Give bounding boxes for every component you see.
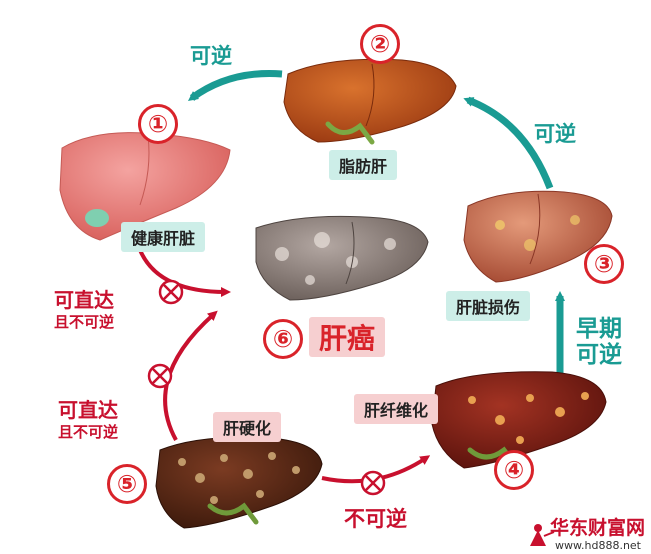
early-reversible-line2: 可逆 [576, 342, 622, 369]
healthy-liver-illustration [59, 132, 231, 241]
blocked-icon [147, 363, 173, 389]
stage-1-label: 健康肝脏 [121, 222, 206, 252]
arrow-3-to-2 [463, 96, 554, 190]
stage-3-number: ③ [584, 244, 624, 284]
fatty-liver-illustration [283, 58, 457, 145]
blocked-icon [360, 470, 386, 496]
arrow-2-to-1 [187, 70, 283, 101]
reversible-2-to-1-text: 可逆 [190, 44, 232, 68]
watermark-name: 华东财富网 [549, 517, 645, 539]
stage-2-label: 脂肪肝 [329, 150, 398, 180]
stage-3-label: 肝脏损伤 [446, 291, 531, 321]
stage-5-number: ⑤ [107, 464, 147, 504]
direct-1-to-6-line1: 可直达 [54, 288, 114, 312]
stage-6-label: 肝癌 [309, 317, 386, 357]
direct-1-to-6-line2: 且不可逆 [54, 313, 115, 331]
direct-5-to-6-text: 可直达 且不可逆 [58, 398, 118, 442]
stage-4-number: ④ [494, 450, 534, 490]
stage-6-number: ⑥ [263, 319, 303, 359]
fibrosis-liver-illustration [431, 371, 607, 469]
cirrhosis-liver-illustration [155, 436, 323, 529]
direct-1-to-6-text: 可直达 且不可逆 [54, 288, 114, 332]
damaged-liver-illustration [463, 190, 613, 283]
direct-5-to-6-line1: 可直达 [58, 398, 118, 422]
arrow-5-to-6 [163, 310, 218, 441]
watermark-url: www.hd888.net [555, 539, 641, 552]
watermark-logo-icon [530, 524, 555, 546]
stage-4-label: 肝纤维化 [354, 394, 439, 424]
direct-5-to-6-line2: 且不可逆 [58, 423, 119, 441]
stage-5-label: 肝硬化 [213, 412, 282, 442]
early-reversible-text: 早期 可逆 [576, 316, 622, 369]
stage-2-number: ② [360, 24, 400, 64]
blocked-icon [158, 279, 184, 305]
stage-1-number: ① [138, 104, 178, 144]
arrow-1-to-6 [138, 249, 231, 297]
reversible-3-to-2-text: 可逆 [534, 122, 576, 146]
early-reversible-line1: 早期 [576, 316, 622, 342]
irreversible-5-to-4-text: 不可逆 [344, 507, 407, 531]
cancer-liver-illustration [255, 215, 429, 301]
